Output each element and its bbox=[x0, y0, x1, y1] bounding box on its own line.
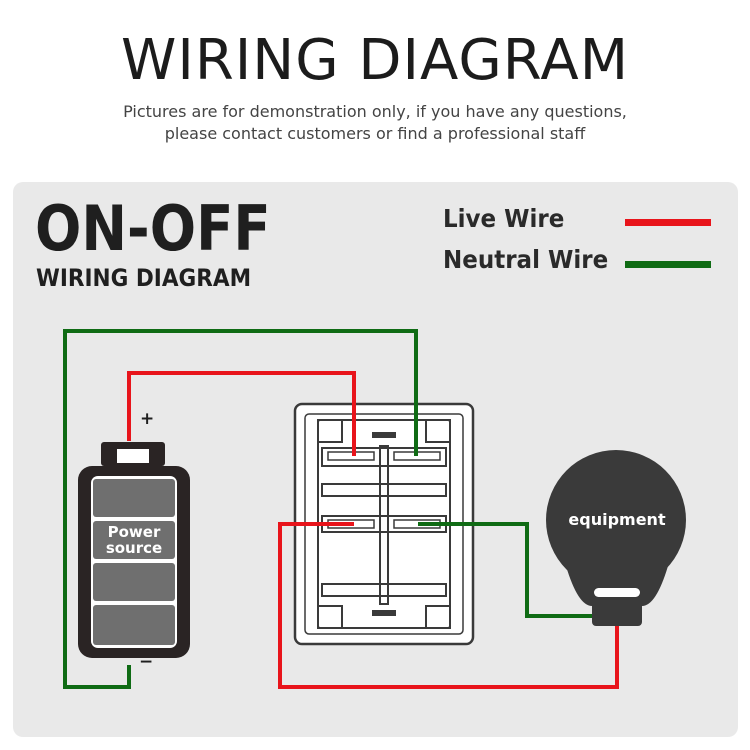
switch-terminal-pin bbox=[327, 451, 375, 461]
disclaimer-text: Pictures are for demonstration only, if … bbox=[0, 101, 750, 145]
positive-terminal-sign: + bbox=[140, 409, 155, 429]
equipment-device bbox=[546, 450, 686, 626]
legend-live-label: Live Wire bbox=[443, 204, 565, 233]
switch-terminal-row bbox=[321, 583, 447, 597]
power-source-label-line-2: source bbox=[105, 539, 163, 557]
power-source-label: Power source bbox=[94, 524, 174, 556]
battery-cell bbox=[93, 605, 175, 645]
live-wire-switch-to-equipment bbox=[278, 522, 619, 689]
power-source-label-line-1: Power bbox=[107, 523, 161, 541]
neutral-wire-switch-to-equipment bbox=[418, 522, 592, 618]
equipment-bulb bbox=[546, 450, 686, 590]
equipment-slot bbox=[594, 588, 640, 597]
disclaimer-line-2: please contact customers or find a profe… bbox=[164, 124, 586, 143]
diagram-subheading: WIRING DIAGRAM bbox=[36, 264, 252, 292]
negative-terminal-sign: − bbox=[139, 652, 154, 672]
switch-corner-clip bbox=[317, 605, 343, 629]
disclaimer-line-1: Pictures are for demonstration only, if … bbox=[123, 102, 627, 121]
rocker-switch bbox=[293, 402, 475, 646]
switch-notch bbox=[372, 432, 396, 438]
switch-corner-clip bbox=[317, 419, 343, 443]
live-wire-battery-to-switch bbox=[127, 371, 356, 456]
neutral-wires bbox=[63, 329, 592, 689]
battery bbox=[78, 442, 190, 658]
battery-cell bbox=[93, 479, 175, 517]
diagram-heading: ON-OFF bbox=[35, 192, 271, 265]
switch-terminal-row bbox=[321, 483, 447, 497]
switch-center-divider bbox=[379, 445, 389, 605]
switch-notch bbox=[372, 610, 396, 616]
battery-cell bbox=[93, 563, 175, 601]
live-wires bbox=[127, 371, 619, 689]
battery-cell bbox=[93, 521, 175, 559]
page-title: WIRING DIAGRAM bbox=[120, 28, 630, 93]
legend-neutral-label: Neutral Wire bbox=[443, 245, 609, 274]
neutral-wire-battery-to-switch bbox=[63, 329, 418, 689]
equipment-label: equipment bbox=[568, 510, 666, 529]
legend-neutral-swatch bbox=[625, 261, 711, 268]
switch-corner-clip bbox=[425, 605, 451, 629]
switch-terminal-row bbox=[321, 447, 447, 467]
equipment-neck bbox=[566, 566, 668, 606]
legend-live-swatch bbox=[625, 219, 711, 226]
battery-cap-inner bbox=[117, 449, 149, 463]
switch-corner-clip bbox=[425, 419, 451, 443]
